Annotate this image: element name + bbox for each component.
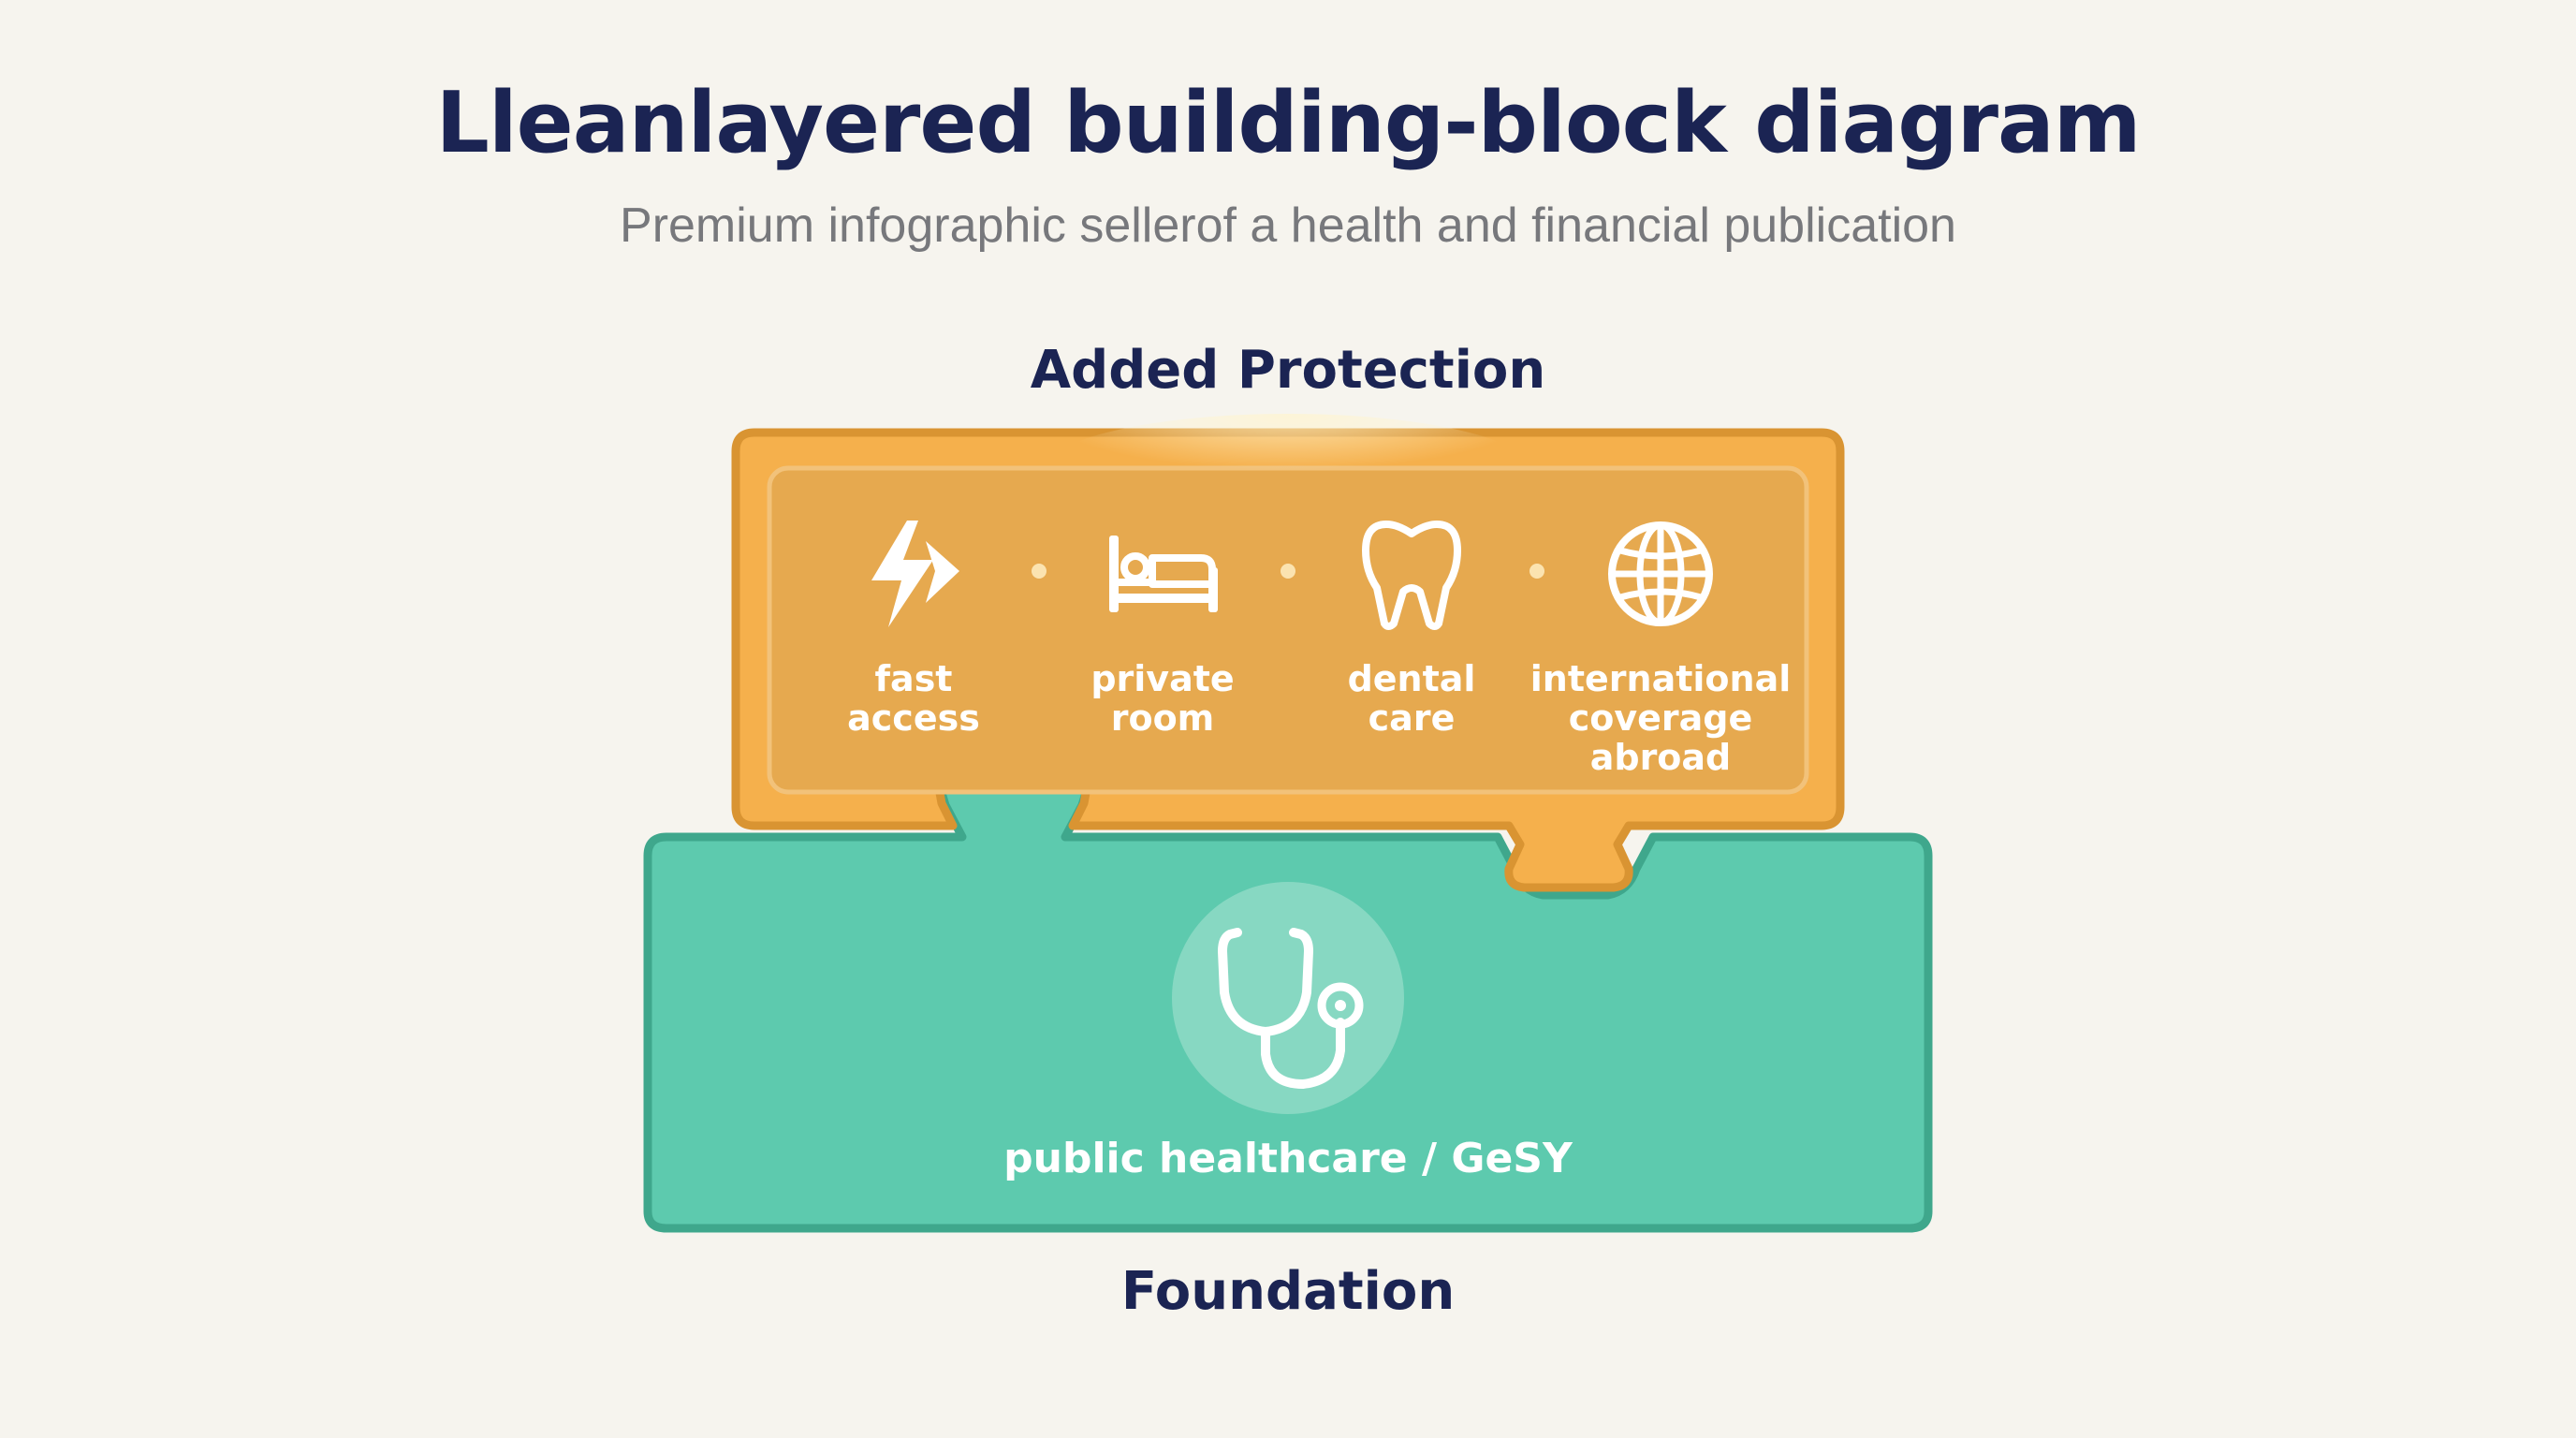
- hospital-bed-icon: [1109, 536, 1218, 612]
- separator-dot: [1032, 564, 1046, 579]
- foundation-label: Foundation: [1120, 1261, 1456, 1322]
- added-protection-label: Added Protection: [1030, 340, 1546, 401]
- lightning-bolt-arrow-icon: [871, 521, 959, 627]
- page-subtitle: Premium infographic sellerof a health an…: [620, 198, 1956, 253]
- stethoscope-icon: [1218, 928, 1364, 1090]
- tooth-icon: [1362, 521, 1461, 630]
- panel-shine: [1045, 414, 1531, 526]
- foundation-text: public healthcare / GeSY: [1003, 1135, 1573, 1182]
- feature-label: international coverage abroad: [1530, 658, 1792, 778]
- feature-fast-access: fast access: [773, 513, 1054, 738]
- feature-label: private room: [1090, 658, 1235, 739]
- feature-dental-care: dental care: [1271, 513, 1552, 738]
- feature-label: fast access: [847, 658, 980, 739]
- globe-icon: [1608, 521, 1713, 626]
- separator-dot: [1281, 564, 1295, 579]
- page-title: Lleanlayered building-block diagram: [435, 74, 2141, 172]
- separator-dot: [1530, 564, 1544, 579]
- feature-international-coverage: international coverage abroad: [1520, 513, 1801, 777]
- feature-label: dental care: [1347, 658, 1476, 739]
- feature-private-room: private room: [1022, 513, 1303, 738]
